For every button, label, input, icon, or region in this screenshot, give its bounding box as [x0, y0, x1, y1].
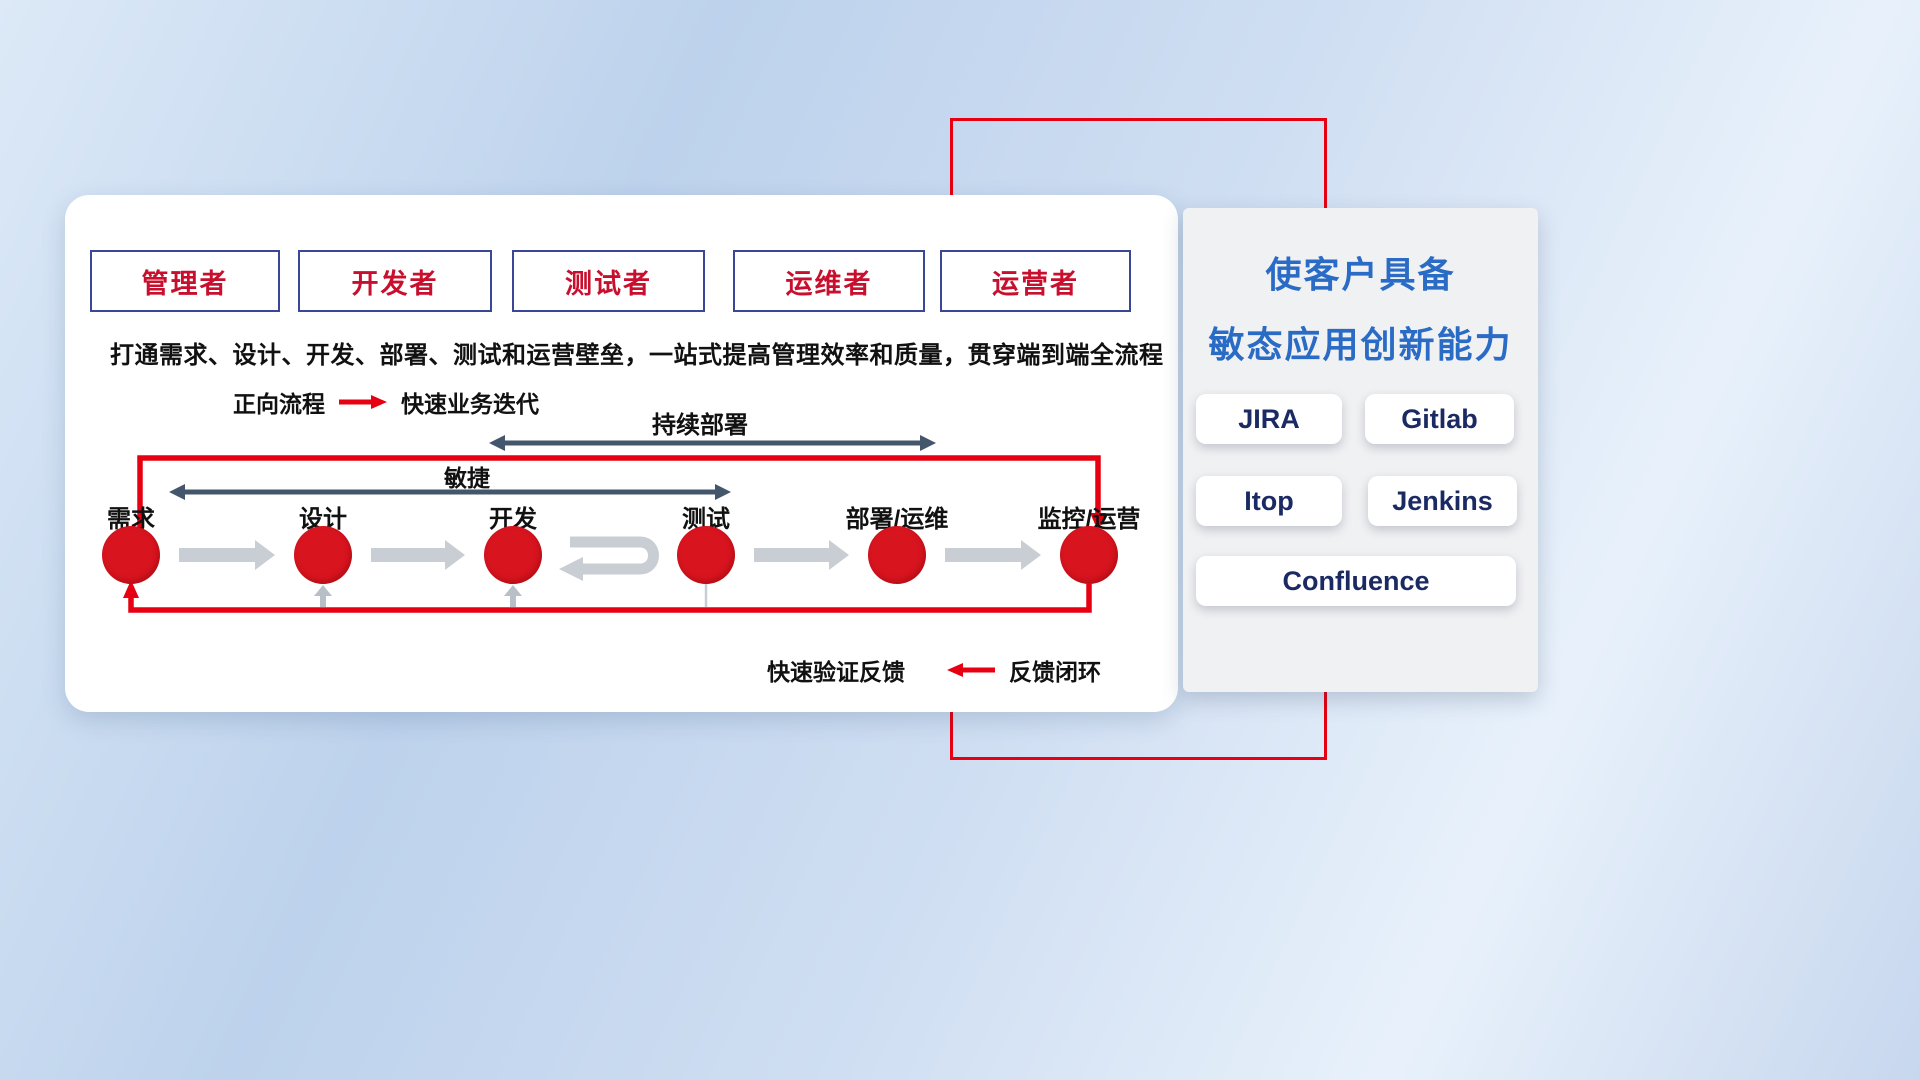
iterate-loop-arrow-icon	[559, 536, 659, 581]
continuous-deploy-label: 持续部署	[652, 412, 748, 439]
panel-title-line2: 敏态应用创新能力	[1208, 324, 1513, 365]
flow-arrow-icon	[754, 540, 849, 570]
flow-arrow-icon	[945, 540, 1041, 570]
feedback-up-arrow-icon	[314, 585, 332, 607]
stage-node-deploy-ops	[868, 526, 926, 584]
role-label: 运营者	[992, 268, 1079, 299]
tool-label: JIRA	[1238, 403, 1300, 434]
role-label: 测试者	[565, 268, 652, 299]
forward-flow-legend: 正向流程 快速业务迭代	[233, 385, 539, 419]
forward-arrow-icon	[339, 395, 387, 409]
stage-node-develop	[484, 526, 542, 584]
feedback-label: 反馈闭环	[1009, 659, 1101, 685]
role-box-operator: 运营者	[940, 250, 1131, 312]
tool-chip-jira: JIRA	[1196, 394, 1342, 444]
tool-chip-confluence: Confluence	[1196, 556, 1516, 606]
red-feedback-loop-icon	[123, 580, 1092, 613]
card-subtitle: 打通需求、设计、开发、部署、测试和运营壁垒，一站式提高管理效率和质量，贯穿端到端…	[110, 342, 1164, 369]
role-box-developer: 开发者	[298, 250, 492, 312]
role-label: 管理者	[141, 268, 229, 299]
stage-node-design	[294, 526, 352, 584]
panel-title-line1: 使客户具备	[1265, 254, 1456, 295]
forward-flow-label: 正向流程	[233, 391, 325, 417]
feedback-desc: 快速验证反馈	[767, 659, 905, 685]
role-label: 开发者	[351, 268, 439, 299]
role-box-manager: 管理者	[90, 250, 280, 312]
feedback-up-arrow-icon	[504, 585, 522, 607]
role-box-ops: 运维者	[733, 250, 925, 312]
feedback-arrow-icon	[947, 663, 995, 677]
forward-flow-desc: 快速业务迭代	[401, 391, 539, 417]
capability-panel: 使客户具备 敏态应用创新能力 JIRA Gitlab Itop Jenkins …	[1183, 208, 1538, 692]
agile-label: 敏捷	[444, 465, 490, 491]
tool-chip-gitlab: Gitlab	[1365, 394, 1514, 444]
tool-label: Confluence	[1282, 565, 1430, 596]
flow-arrow-icon	[179, 540, 275, 570]
stage-node-requirements	[102, 526, 160, 584]
tool-chip-itop: Itop	[1196, 476, 1342, 526]
tool-label: Gitlab	[1401, 403, 1478, 434]
role-box-tester: 测试者	[512, 250, 705, 312]
tool-label: Itop	[1244, 485, 1294, 516]
tool-label: Jenkins	[1392, 485, 1493, 516]
stage-node-test	[677, 526, 735, 584]
flow-arrow-icon	[371, 540, 465, 570]
devops-flow-card: 管理者 开发者 测试者 运维者 运营者 打通需求、设计、开发、部署、测试和运营壁…	[65, 195, 1178, 712]
role-label: 运维者	[785, 268, 873, 299]
feedback-legend: 快速验证反馈 反馈闭环	[767, 653, 1101, 687]
tool-chip-jenkins: Jenkins	[1368, 476, 1517, 526]
stage-node-monitor-op	[1060, 526, 1118, 584]
